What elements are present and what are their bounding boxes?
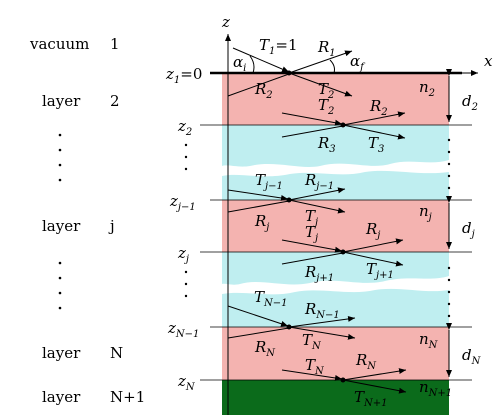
layer-2-region <box>222 73 449 125</box>
T1-label: T1=1 <box>259 36 298 57</box>
layerN-bottom-junction <box>340 377 346 383</box>
layerj-label: layer <box>42 217 81 235</box>
R3-label: R3 <box>317 134 336 155</box>
z-axis-label: z <box>221 13 230 31</box>
nN-label: nN <box>419 330 439 351</box>
Tj-bottom-label: Tj <box>305 223 318 244</box>
axis-ellipsis-lower <box>184 270 188 298</box>
wave-region-lower <box>222 252 449 285</box>
n2-label: n2 <box>419 78 435 99</box>
Rjp1-label: Rj+1 <box>304 263 334 284</box>
Rj-top-label: Rj <box>254 212 269 233</box>
layerN-label: layer <box>42 344 81 362</box>
top-ray-junction <box>286 70 292 76</box>
T3-label: T3 <box>368 134 384 155</box>
nj-label: nj <box>419 202 432 223</box>
TN-top-label: TN <box>302 331 322 352</box>
d2-label: d2 <box>462 92 478 113</box>
zj-label: zj <box>177 244 189 265</box>
layer-N-region <box>222 327 449 380</box>
Rj-bottom-label: Rj <box>365 220 380 241</box>
Tj-top-label: Tj <box>305 207 318 228</box>
T2-l2-label: T2 <box>318 96 334 117</box>
wave-region-lower-2 <box>222 288 449 327</box>
right-ellipsis-lower <box>447 266 451 318</box>
nN1-label: nN+1 <box>419 378 452 399</box>
TN1-label: TN+1 <box>354 388 388 409</box>
z1-label: z1=0 <box>165 65 202 86</box>
layer2-ray-junction <box>340 122 346 128</box>
axis-ellipsis-upper <box>184 143 188 171</box>
layer-j-region <box>222 200 449 252</box>
R1-label: R1 <box>317 38 336 59</box>
right-ellipsis-upper <box>447 138 451 190</box>
x-axis-label: x <box>484 52 493 70</box>
layerj-top-junction <box>286 197 292 203</box>
RN-bottom-label: RN <box>355 351 377 372</box>
rays-layerN-bottom <box>281 368 407 394</box>
vacuum-number: 1 <box>110 35 120 53</box>
alpha-f-label: αf <box>350 52 366 73</box>
zjm1-label: zj−1 <box>169 192 196 213</box>
T2-top-label: T2 <box>318 80 334 101</box>
rays-top <box>227 47 353 97</box>
Rjm1-label: Rj−1 <box>304 171 334 192</box>
layer2-label: layer <box>42 92 81 110</box>
layerj-number: j <box>108 217 115 235</box>
RN-top-label: RN <box>254 338 276 359</box>
layerN1-number: N+1 <box>110 388 145 406</box>
TN-bottom-label: TN <box>305 356 325 377</box>
zN-label: zN <box>177 372 196 393</box>
RNm1-label: RN−1 <box>304 300 340 321</box>
Tjm1-label: Tj−1 <box>255 171 283 192</box>
layerN1-label: layer <box>42 388 81 406</box>
rays-layerj-top <box>227 187 346 214</box>
dN-label: dN <box>462 346 482 367</box>
rays-layerj-bottom <box>281 238 404 267</box>
wave-region-upper-2 <box>222 170 449 200</box>
alpha-i-label: αi <box>233 53 246 74</box>
rays-layerN-top <box>227 305 356 340</box>
layerN-number: N <box>110 344 123 362</box>
Tjp1-label: Tj+1 <box>366 260 394 281</box>
layerj-bottom-junction <box>340 249 346 255</box>
substrate-region <box>222 380 449 415</box>
left-ellipsis-upper <box>58 133 62 182</box>
layerN-top-junction <box>286 324 292 330</box>
R2-l2-label: R2 <box>369 97 388 118</box>
TNm1-label: TN−1 <box>254 288 288 309</box>
rays-layer2-bottom <box>281 111 406 140</box>
R2-top-label: R2 <box>254 80 273 101</box>
layer2-number: 2 <box>110 92 120 110</box>
zNm1-label: zN−1 <box>167 319 199 340</box>
vacuum-label: vacuum <box>29 35 89 53</box>
z2-label: z2 <box>177 117 192 138</box>
dj-label: dj <box>462 219 475 240</box>
left-ellipsis-lower <box>58 261 62 310</box>
